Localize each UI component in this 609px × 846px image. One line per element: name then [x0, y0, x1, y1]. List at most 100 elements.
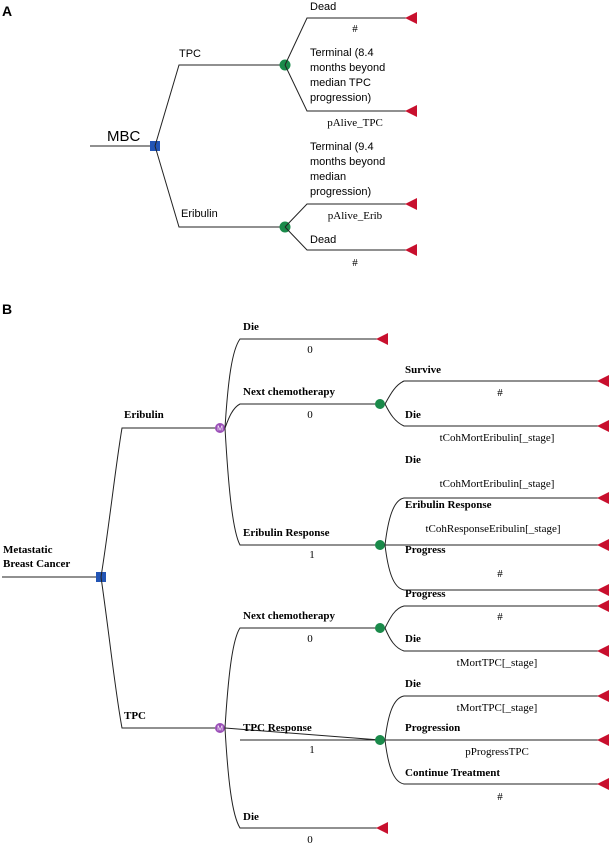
- erib-dead-terminal: [405, 244, 417, 256]
- erib-resp-die-line: [384, 497, 598, 546]
- erib-next-die-line: [384, 403, 598, 427]
- eribulin-markov-symbol: M: [217, 426, 223, 433]
- tpc-terminal-line: [284, 64, 408, 112]
- tpc-resp-cont-line: [384, 739, 598, 785]
- tpc-markov-label: TPC: [124, 710, 146, 722]
- tpc-markov-node: [215, 723, 225, 733]
- panel-a-letter: A: [2, 3, 12, 19]
- tpc-resp-cont-value: #: [497, 791, 503, 803]
- tpc-die-line: [224, 727, 378, 829]
- erib-resp-chance-node: [375, 540, 385, 550]
- tpc-die-terminal: [376, 822, 388, 834]
- tpc-next-prog-value: #: [497, 611, 503, 623]
- tpc-resp-chance-node: [375, 735, 385, 745]
- erib-resp-prog-line: [384, 544, 598, 591]
- tpc-markov-branch-line: [100, 576, 220, 729]
- tpc-resp-die-terminal: [597, 690, 609, 702]
- eribulin-branch-label: Eribulin: [181, 208, 218, 220]
- erib-resp-die-terminal: [597, 492, 609, 504]
- tpc-next-prog-terminal: [597, 600, 609, 612]
- tpc-resp-prog-terminal: [597, 734, 609, 746]
- erib-resp-resp-value: tCohResponseEribulin[_stage]: [425, 523, 560, 535]
- erib-resp-value: 1: [309, 549, 315, 561]
- erib-next-chance-node: [375, 399, 385, 409]
- tpc-resp-cont-label: Continue Treatment: [405, 767, 500, 779]
- erib-next-line: [224, 403, 380, 429]
- tpc-terminal-label-3: median TPC: [310, 77, 371, 89]
- erib-dead-line: [284, 226, 408, 251]
- erib-dead-label: Dead: [310, 234, 336, 246]
- tpc-dead-line: [284, 17, 408, 66]
- tpc-resp-connector: [224, 727, 381, 741]
- erib-terminal-label-3: median: [310, 171, 346, 183]
- root-label: MBC: [107, 128, 141, 145]
- erib-next-die-label: Die: [405, 409, 421, 421]
- tpc-resp-die-line: [384, 695, 598, 741]
- tpc-resp-prog-label: Progression: [405, 722, 460, 734]
- tpc-next-die-line: [384, 627, 598, 652]
- erib-die-terminal: [376, 333, 388, 345]
- tpc-resp-die-label: Die: [405, 678, 421, 690]
- erib-terminal-line: [284, 203, 408, 228]
- erib-terminal-label-2: months beyond: [310, 156, 385, 168]
- tpc-resp-prog-value: pProgressTPC: [465, 746, 529, 758]
- tpc-terminal-value: pAlive_TPC: [327, 117, 383, 129]
- tpc-markov-symbol: M: [217, 726, 223, 733]
- tpc-next-value: 0: [307, 633, 313, 645]
- tpc-die-label: Die: [243, 811, 259, 823]
- tpc-next-line: [224, 627, 380, 729]
- erib-next-value: 0: [307, 409, 313, 421]
- tpc-terminal-label-4: progression): [310, 92, 371, 104]
- tpc-resp-die-value: tMortTPC[_stage]: [457, 702, 538, 714]
- erib-resp-die-label: Die: [405, 454, 421, 466]
- erib-next-survive-value: #: [497, 387, 503, 399]
- erib-next-die-value: tCohMortEribulin[_stage]: [440, 432, 555, 444]
- erib-resp-die-value: tCohMortEribulin[_stage]: [440, 478, 555, 490]
- panel-b-letter: B: [2, 301, 12, 317]
- erib-next-die-terminal: [597, 420, 609, 432]
- tpc-next-die-value: tMortTPC[_stage]: [457, 657, 538, 669]
- erib-next-label: Next chemotherapy: [243, 386, 335, 398]
- tpc-terminal-label-2: months beyond: [310, 62, 385, 74]
- erib-resp-prog-terminal: [597, 584, 609, 596]
- erib-terminal-value: pAlive_Erib: [328, 210, 383, 222]
- root-label-line-2: Breast Cancer: [3, 558, 70, 570]
- tpc-next-prog-label: Progress: [405, 588, 446, 600]
- erib-terminal-label-4: progression): [310, 186, 371, 198]
- tpc-resp-label: TPC Response: [243, 722, 312, 734]
- eribulin-markov-branch-line: [100, 427, 220, 578]
- tpc-next-prog-line: [384, 605, 598, 629]
- erib-die-label: Die: [243, 321, 259, 333]
- tpc-terminal-label-1: Terminal (8.4: [310, 47, 374, 59]
- tpc-resp-cont-terminal: [597, 778, 609, 790]
- erib-resp-prog-label: Progress: [405, 544, 446, 556]
- erib-terminal-label-1: Terminal (9.4: [310, 141, 374, 153]
- tpc-branch-line: [154, 64, 285, 147]
- erib-dead-value: #: [352, 257, 358, 269]
- root-label-line-1: Metastatic: [3, 544, 53, 556]
- tpc-resp-value: 1: [309, 744, 315, 756]
- tpc-next-die-label: Die: [405, 633, 421, 645]
- erib-die-line: [224, 338, 378, 429]
- eribulin-markov-label: Eribulin: [124, 409, 164, 421]
- eribulin-markov-node: [215, 423, 225, 433]
- erib-next-survive-terminal: [597, 375, 609, 387]
- erib-next-survive-label: Survive: [405, 364, 441, 376]
- erib-resp-label: Eribulin Response: [243, 527, 330, 539]
- tpc-branch-label: TPC: [179, 48, 201, 60]
- erib-resp-line: [224, 427, 380, 546]
- eribulin-branch-line: [154, 145, 285, 228]
- tpc-next-chance-node: [375, 623, 385, 633]
- tpc-dead-terminal: [405, 12, 417, 24]
- tpc-next-die-terminal: [597, 645, 609, 657]
- erib-resp-prog-value: #: [497, 568, 503, 580]
- tpc-dead-label: Dead: [310, 1, 336, 13]
- erib-resp-resp-label: Eribulin Response: [405, 499, 492, 511]
- panel-b: B Metastatic Breast Cancer Eribulin M Di…: [2, 301, 609, 846]
- tpc-next-label: Next chemotherapy: [243, 610, 335, 622]
- erib-resp-resp-terminal: [597, 539, 609, 551]
- erib-die-value: 0: [307, 344, 313, 356]
- tpc-terminal-terminal: [405, 105, 417, 117]
- tpc-die-value: 0: [307, 834, 313, 846]
